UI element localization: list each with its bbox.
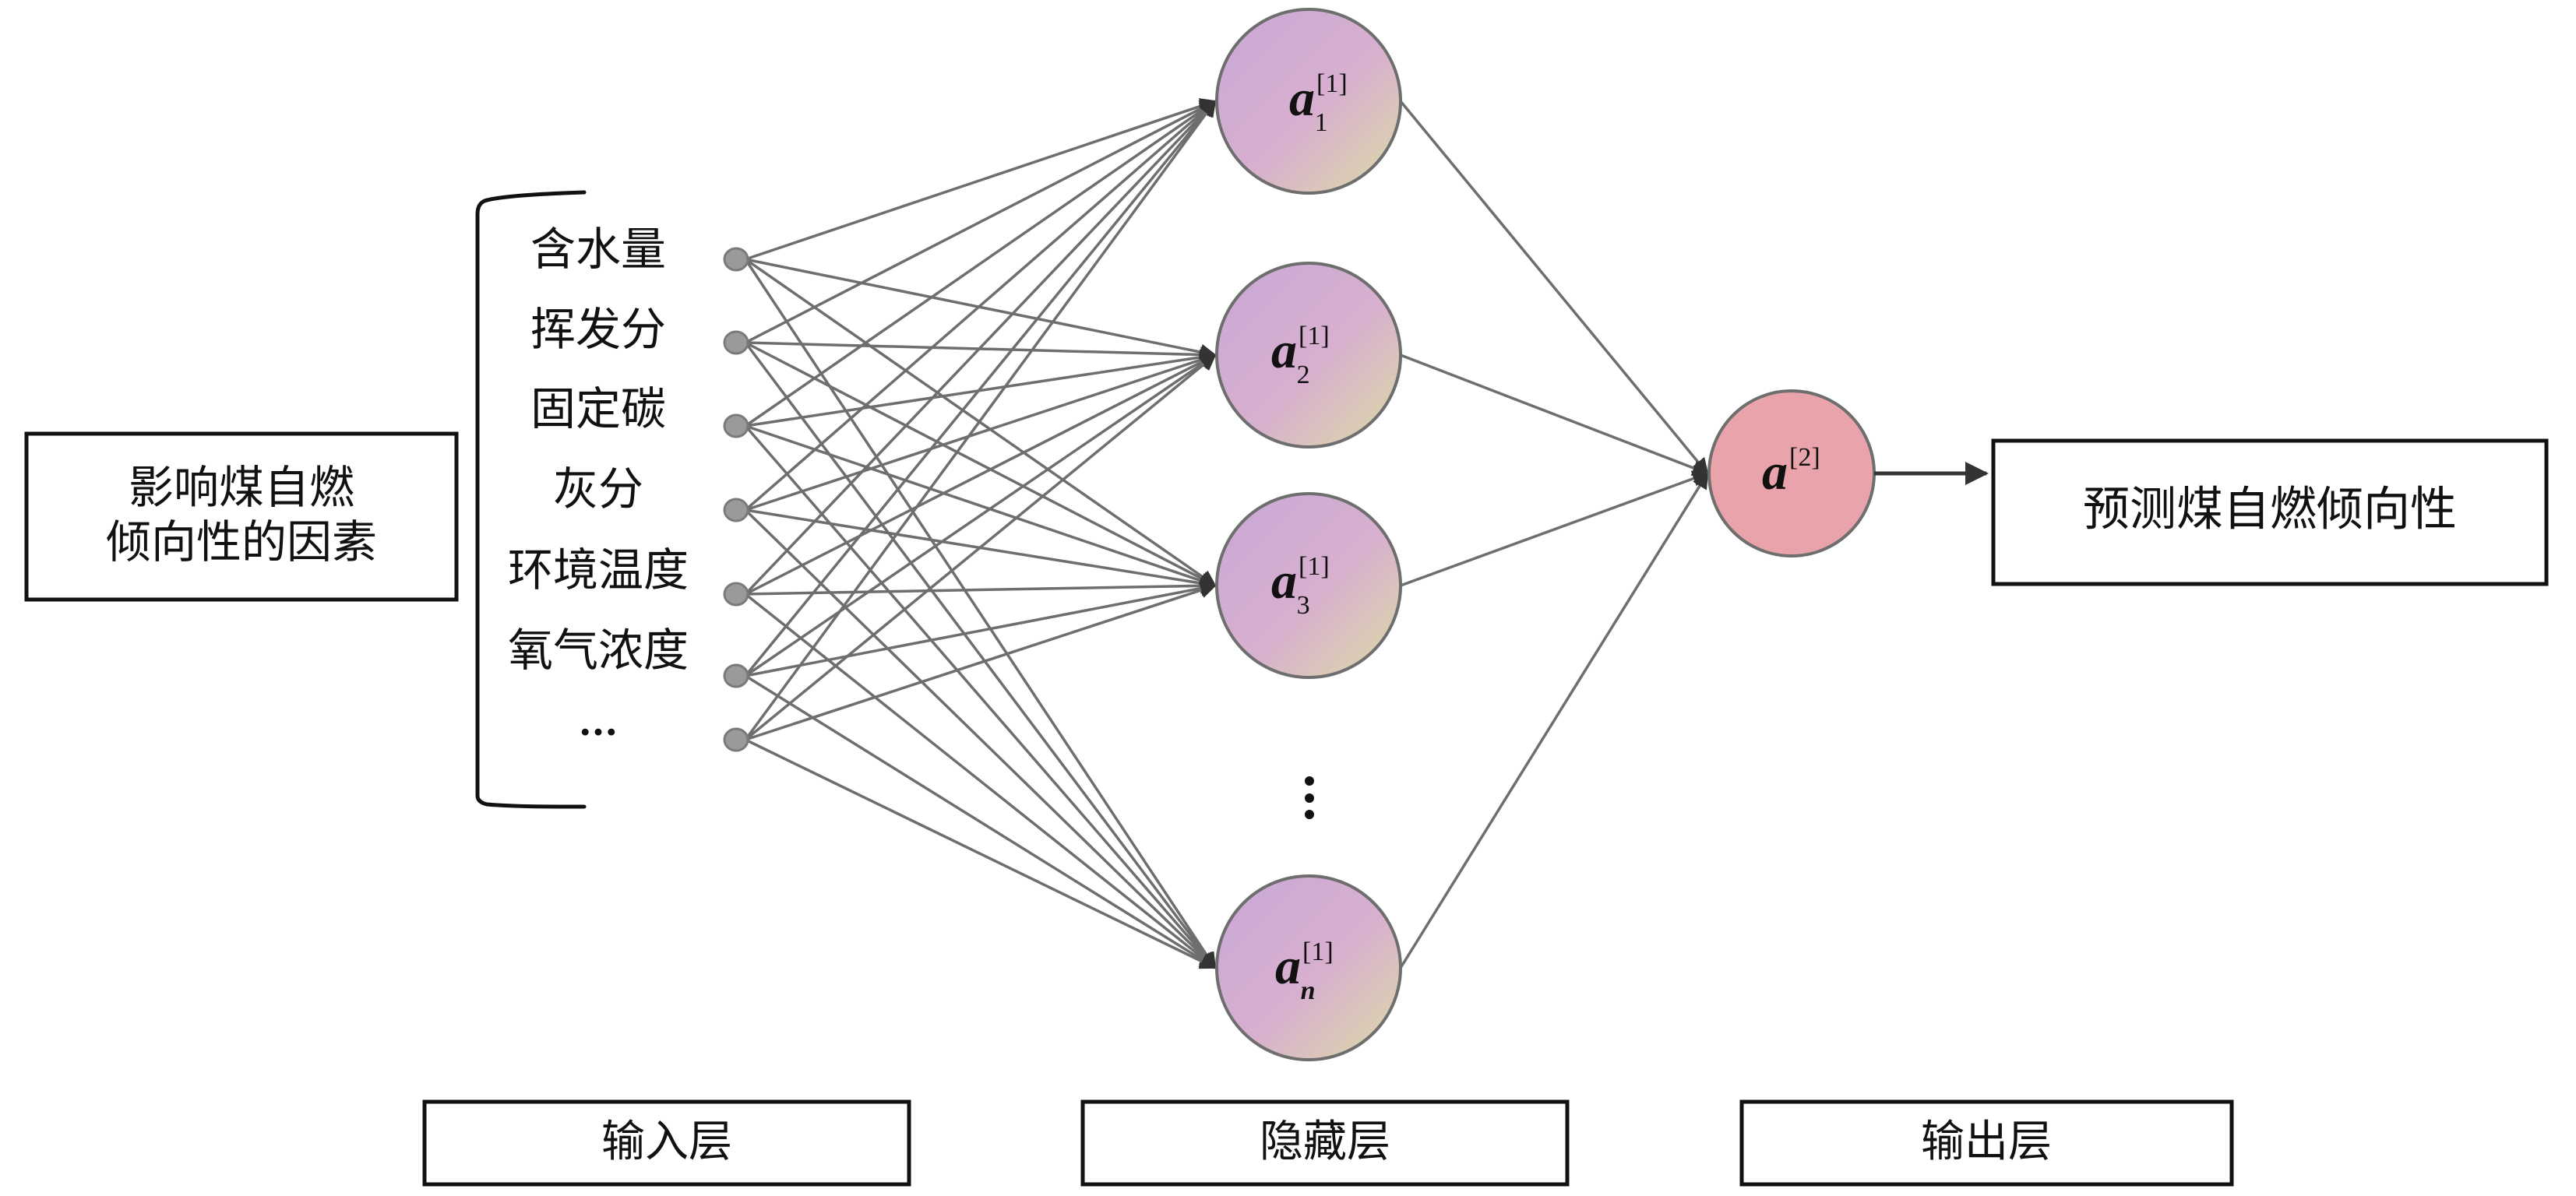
hidden-label-2-sub: 2 xyxy=(1297,361,1310,389)
input-node xyxy=(723,247,749,272)
hidden-label-n-sub: n xyxy=(1301,976,1316,1005)
edge-input-4-to-hidden-1 xyxy=(744,100,1217,512)
layer-label-hidden-text: 隐藏层 xyxy=(1260,1117,1390,1167)
edge-input-5-to-hidden-4 xyxy=(744,593,1217,969)
edge-input-5-to-hidden-1 xyxy=(744,100,1217,596)
hidden-label-2-base: a xyxy=(1271,322,1297,379)
hidden-label-3-sub: 3 xyxy=(1297,591,1310,620)
hidden-label-2-sup: [1] xyxy=(1299,322,1330,350)
hidden-label-n-sup: [1] xyxy=(1302,937,1334,966)
edge-input-7-to-hidden-2 xyxy=(744,354,1217,741)
edge-input-6-to-hidden-4 xyxy=(745,674,1217,969)
hidden-label-3: a[1] 3 xyxy=(1271,552,1330,620)
edge-input-4-to-hidden-4 xyxy=(744,508,1217,969)
hidden-node xyxy=(1215,874,1402,1061)
edge-input-3-to-hidden-4 xyxy=(744,424,1217,969)
result-box: 预测煤自燃倾向性 xyxy=(1991,438,2549,586)
hidden-label-2: a[1] 2 xyxy=(1271,322,1330,389)
result-box-label: 预测煤自燃倾向性 xyxy=(2083,483,2457,537)
factors-box-line-1: 影响煤自燃 xyxy=(129,461,354,514)
input-node xyxy=(723,727,749,752)
hidden-label-3-base: a xyxy=(1271,553,1297,610)
layer-label-output-text: 输出层 xyxy=(1921,1117,2052,1167)
edge-hidden-4-to-output xyxy=(1399,472,1709,969)
edge-input-2-to-hidden-1 xyxy=(745,100,1217,344)
input-node xyxy=(723,330,749,355)
edge-input-7-to-hidden-4 xyxy=(745,738,1217,969)
edge-input-7-to-hidden-1 xyxy=(744,100,1217,741)
hidden-label-1-sup: [1] xyxy=(1316,69,1348,98)
hidden-ellipsis xyxy=(1305,776,1314,819)
edge-input-6-to-hidden-3 xyxy=(745,580,1218,677)
hidden-ellipsis-dot xyxy=(1305,793,1314,803)
input-label-moisture: 含水量 xyxy=(530,223,666,276)
hidden-label-1: a[1] 1 xyxy=(1289,69,1348,137)
edge-input-5-to-hidden-2 xyxy=(745,354,1217,596)
edge-hidden-3-to-output xyxy=(1400,470,1709,587)
input-label-ellipsis: ··· xyxy=(579,711,618,755)
hidden-node xyxy=(1215,8,1402,195)
input-label-ambient-temp: 环境温度 xyxy=(508,543,689,596)
hidden-label-3-sup: [1] xyxy=(1299,552,1330,581)
edge-hidden-1-to-output xyxy=(1399,100,1709,475)
layer-label-hidden: 隐藏层 xyxy=(1080,1099,1570,1187)
hidden-label-n: a[1] n xyxy=(1275,937,1334,1005)
hidden-labels: a[1]1 a[1]2 a[1]3 a[1]n xyxy=(1271,69,1348,1005)
input-node xyxy=(723,582,749,607)
hidden-ellipsis-dot xyxy=(1305,776,1314,786)
edge-input-1-to-hidden-1 xyxy=(745,98,1217,261)
edge-hidden-2-to-output xyxy=(1400,354,1709,476)
layer-label-input-text: 输入层 xyxy=(601,1117,732,1167)
hidden-node xyxy=(1215,492,1402,679)
input-label-oxygen: 氧气浓度 xyxy=(508,624,689,677)
hidden-label-1-base: a xyxy=(1289,70,1315,127)
edge-input-4-to-hidden-2 xyxy=(745,351,1217,512)
edge-input-5-to-hidden-3 xyxy=(745,577,1218,596)
input-node xyxy=(723,413,749,438)
output-label-sup: [2] xyxy=(1789,443,1820,472)
edge-input-2-to-hidden-4 xyxy=(744,341,1217,969)
edge-input-1-to-hidden-4 xyxy=(744,259,1217,969)
edge-input-3-to-hidden-1 xyxy=(745,100,1217,427)
connections xyxy=(744,98,1709,969)
edge-input-6-to-hidden-2 xyxy=(745,354,1217,677)
factors-box: 影响煤自燃 倾向性的因素 xyxy=(24,431,459,602)
hidden-label-1-sub: 1 xyxy=(1315,108,1328,137)
input-label-ash: 灰分 xyxy=(553,463,643,515)
layer-label-input: 输入层 xyxy=(422,1099,911,1187)
input-node xyxy=(723,498,749,522)
hidden-ellipsis-dot xyxy=(1305,810,1314,819)
layer-label-output: 输出层 xyxy=(1739,1099,2234,1187)
input-bracket xyxy=(475,190,587,809)
hidden-nodes xyxy=(1215,8,1402,1061)
input-nodes xyxy=(723,247,749,752)
output-label: a[2] xyxy=(1762,443,1820,501)
edge-input-6-to-hidden-1 xyxy=(744,100,1217,677)
hidden-label-n-base: a xyxy=(1275,938,1301,995)
input-node xyxy=(723,663,749,688)
input-label-volatile: 挥发分 xyxy=(530,303,666,356)
output-node: a[2] xyxy=(1707,389,1876,558)
factors-box-line-2: 倾向性的因素 xyxy=(106,515,377,568)
edge-input-2-to-hidden-3 xyxy=(745,341,1217,587)
edge-input-3-to-hidden-3 xyxy=(745,424,1217,589)
input-labels: 含水量 挥发分 固定碳 灰分 环境温度 氧气浓度 ··· xyxy=(508,223,689,754)
output-label-base: a xyxy=(1762,444,1788,501)
hidden-node xyxy=(1215,262,1402,448)
edge-input-7-to-hidden-3 xyxy=(745,582,1217,741)
input-label-fixed-carbon: 固定碳 xyxy=(530,382,666,435)
